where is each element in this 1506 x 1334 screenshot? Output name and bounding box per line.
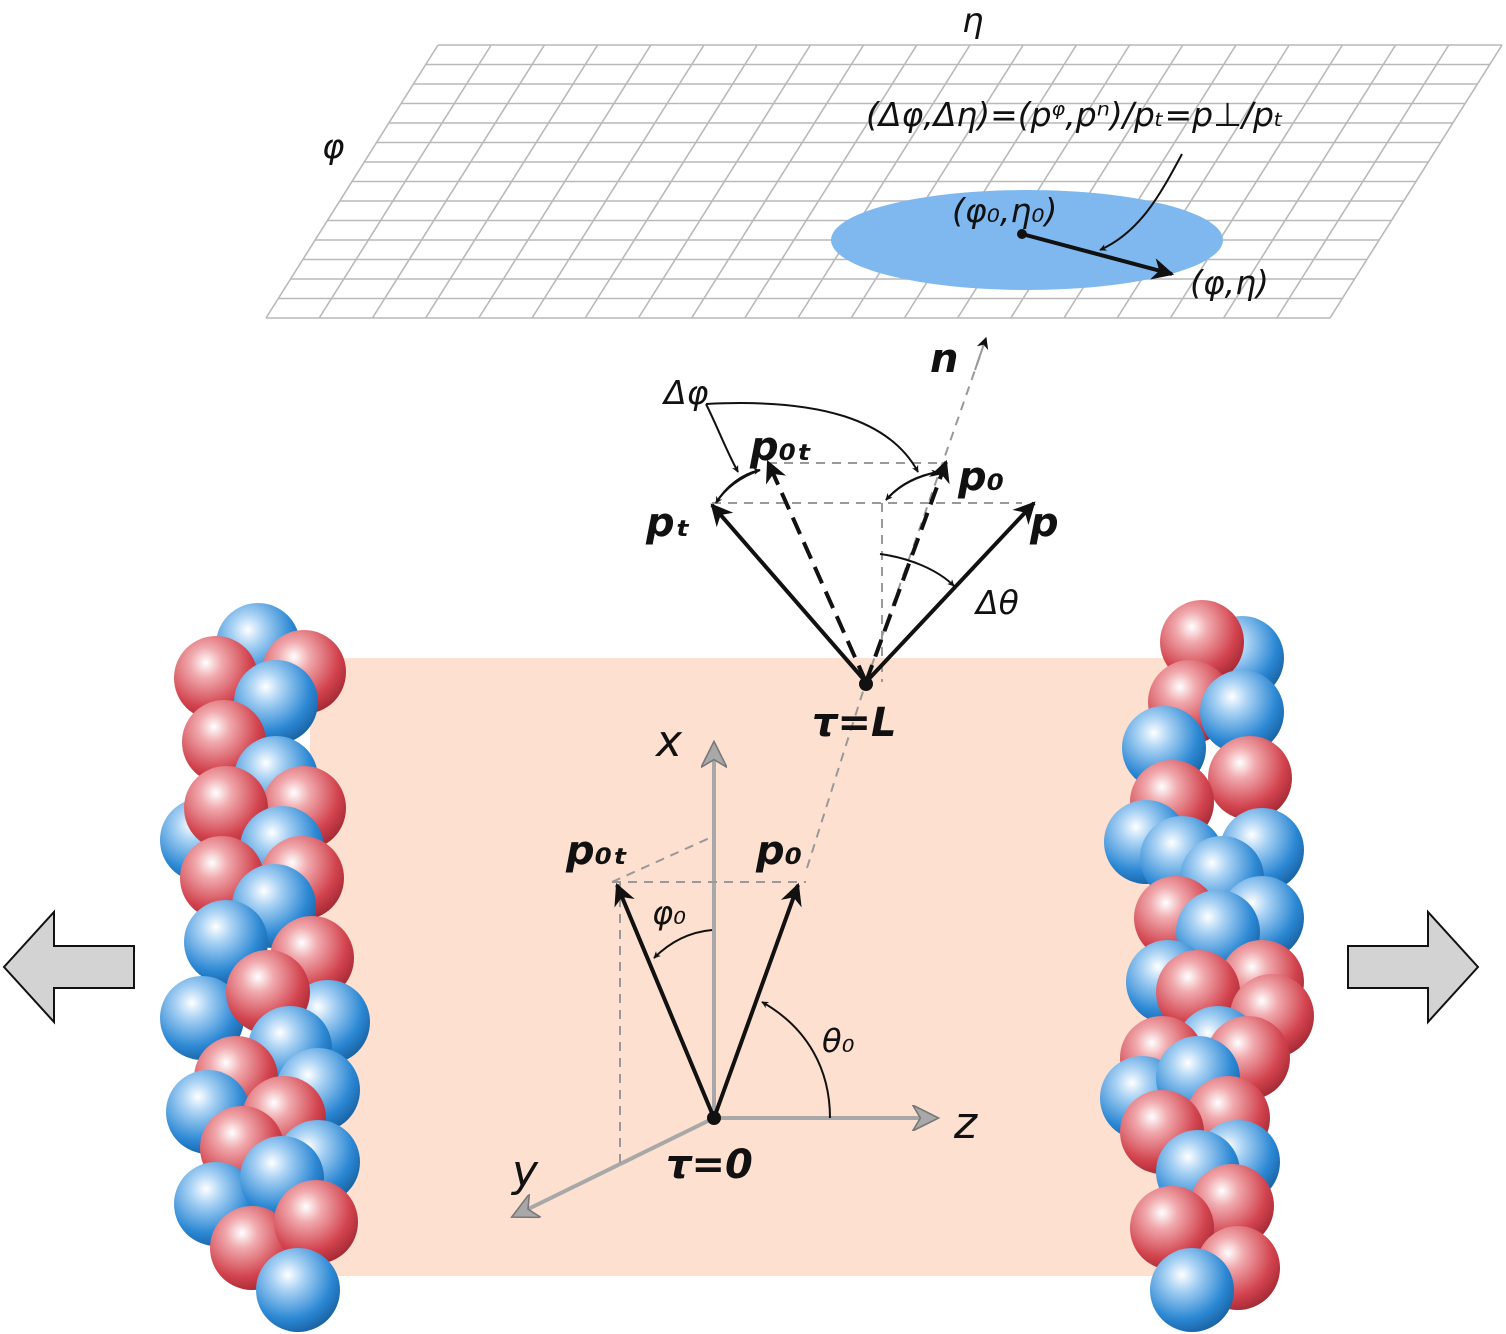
- tau-L-label: τ=L: [812, 700, 897, 746]
- spot-displacement-arrow: [1021, 232, 1175, 280]
- p-label: p: [1029, 500, 1059, 546]
- left-nucleus: [160, 603, 370, 1332]
- relation-pointer: [1099, 153, 1183, 251]
- left-motion-arrow: [2, 909, 135, 1025]
- coordinate-system: x z y p₀ₜ p₀ φ₀ θ₀ τ=0: [510, 716, 978, 1216]
- p0-label-bottom: p₀: [755, 828, 802, 874]
- displacement-relation: (Δφ,Δη)=(pᵠ,pⁿ)/pₜ=p⊥/pₜ: [866, 95, 1284, 134]
- spot-center-dot: [1017, 229, 1027, 239]
- p-vector: [864, 501, 1036, 684]
- z-axis-label: z: [953, 1098, 978, 1149]
- spot-end-label: (φ,η): [1190, 263, 1269, 302]
- tau-0-point: [707, 1111, 721, 1125]
- delta-phi-label: Δφ: [661, 373, 709, 412]
- eta-phi-grid: [265, 44, 1503, 319]
- p0T-label-top: p₀ₜ: [749, 424, 812, 470]
- eta-axis-label: η: [962, 1, 984, 41]
- proton-sphere: [1208, 736, 1292, 820]
- proton-sphere: [274, 1180, 358, 1264]
- p0-label-top: p₀: [957, 454, 1004, 500]
- tau-0-label: τ=0: [666, 1142, 753, 1188]
- p0T-vector-bottom: [614, 882, 716, 1119]
- neutron-sphere: [1200, 670, 1284, 754]
- neutron-sphere: [256, 1248, 340, 1332]
- y-axis: [514, 1116, 715, 1216]
- neutron-sphere: [1150, 1248, 1234, 1332]
- p0-vector-top: [864, 459, 950, 683]
- upper-momentum-vectors: n Δφ p₀ₜ p₀ pₜ p Δθ τ=L: [645, 336, 1059, 746]
- jet-spot: [831, 190, 1223, 290]
- x-axis-label: x: [654, 716, 683, 767]
- pT-label: pₜ: [645, 500, 690, 546]
- p0T-vector-top: [766, 459, 868, 683]
- theta0-label: θ₀: [822, 1022, 855, 1060]
- direction-guides: [806, 349, 983, 869]
- n-label: n: [930, 336, 958, 382]
- spot-center-label: (φ₀,η₀): [952, 191, 1057, 230]
- grid-annotations: η φ (Δφ,Δη)=(pᵠ,pⁿ)/pₜ=p⊥/pₜ (φ₀,η₀) (φ,…: [322, 1, 1284, 302]
- phi0-label: φ₀: [652, 894, 686, 932]
- pT-vector: [710, 503, 868, 684]
- p0-vector-bottom: [712, 882, 802, 1119]
- phi-axis-label: φ: [322, 127, 345, 167]
- delta-theta-label: Δθ: [973, 583, 1019, 622]
- n-arrowhead: [974, 336, 989, 371]
- tau-L-point: [859, 677, 873, 691]
- right-motion-arrow: [1347, 909, 1480, 1025]
- collision-slab: [310, 658, 1190, 1276]
- y-axis-label: y: [510, 1146, 539, 1197]
- right-nucleus: [1100, 600, 1314, 1332]
- p0T-label-bottom: p₀ₜ: [565, 828, 628, 874]
